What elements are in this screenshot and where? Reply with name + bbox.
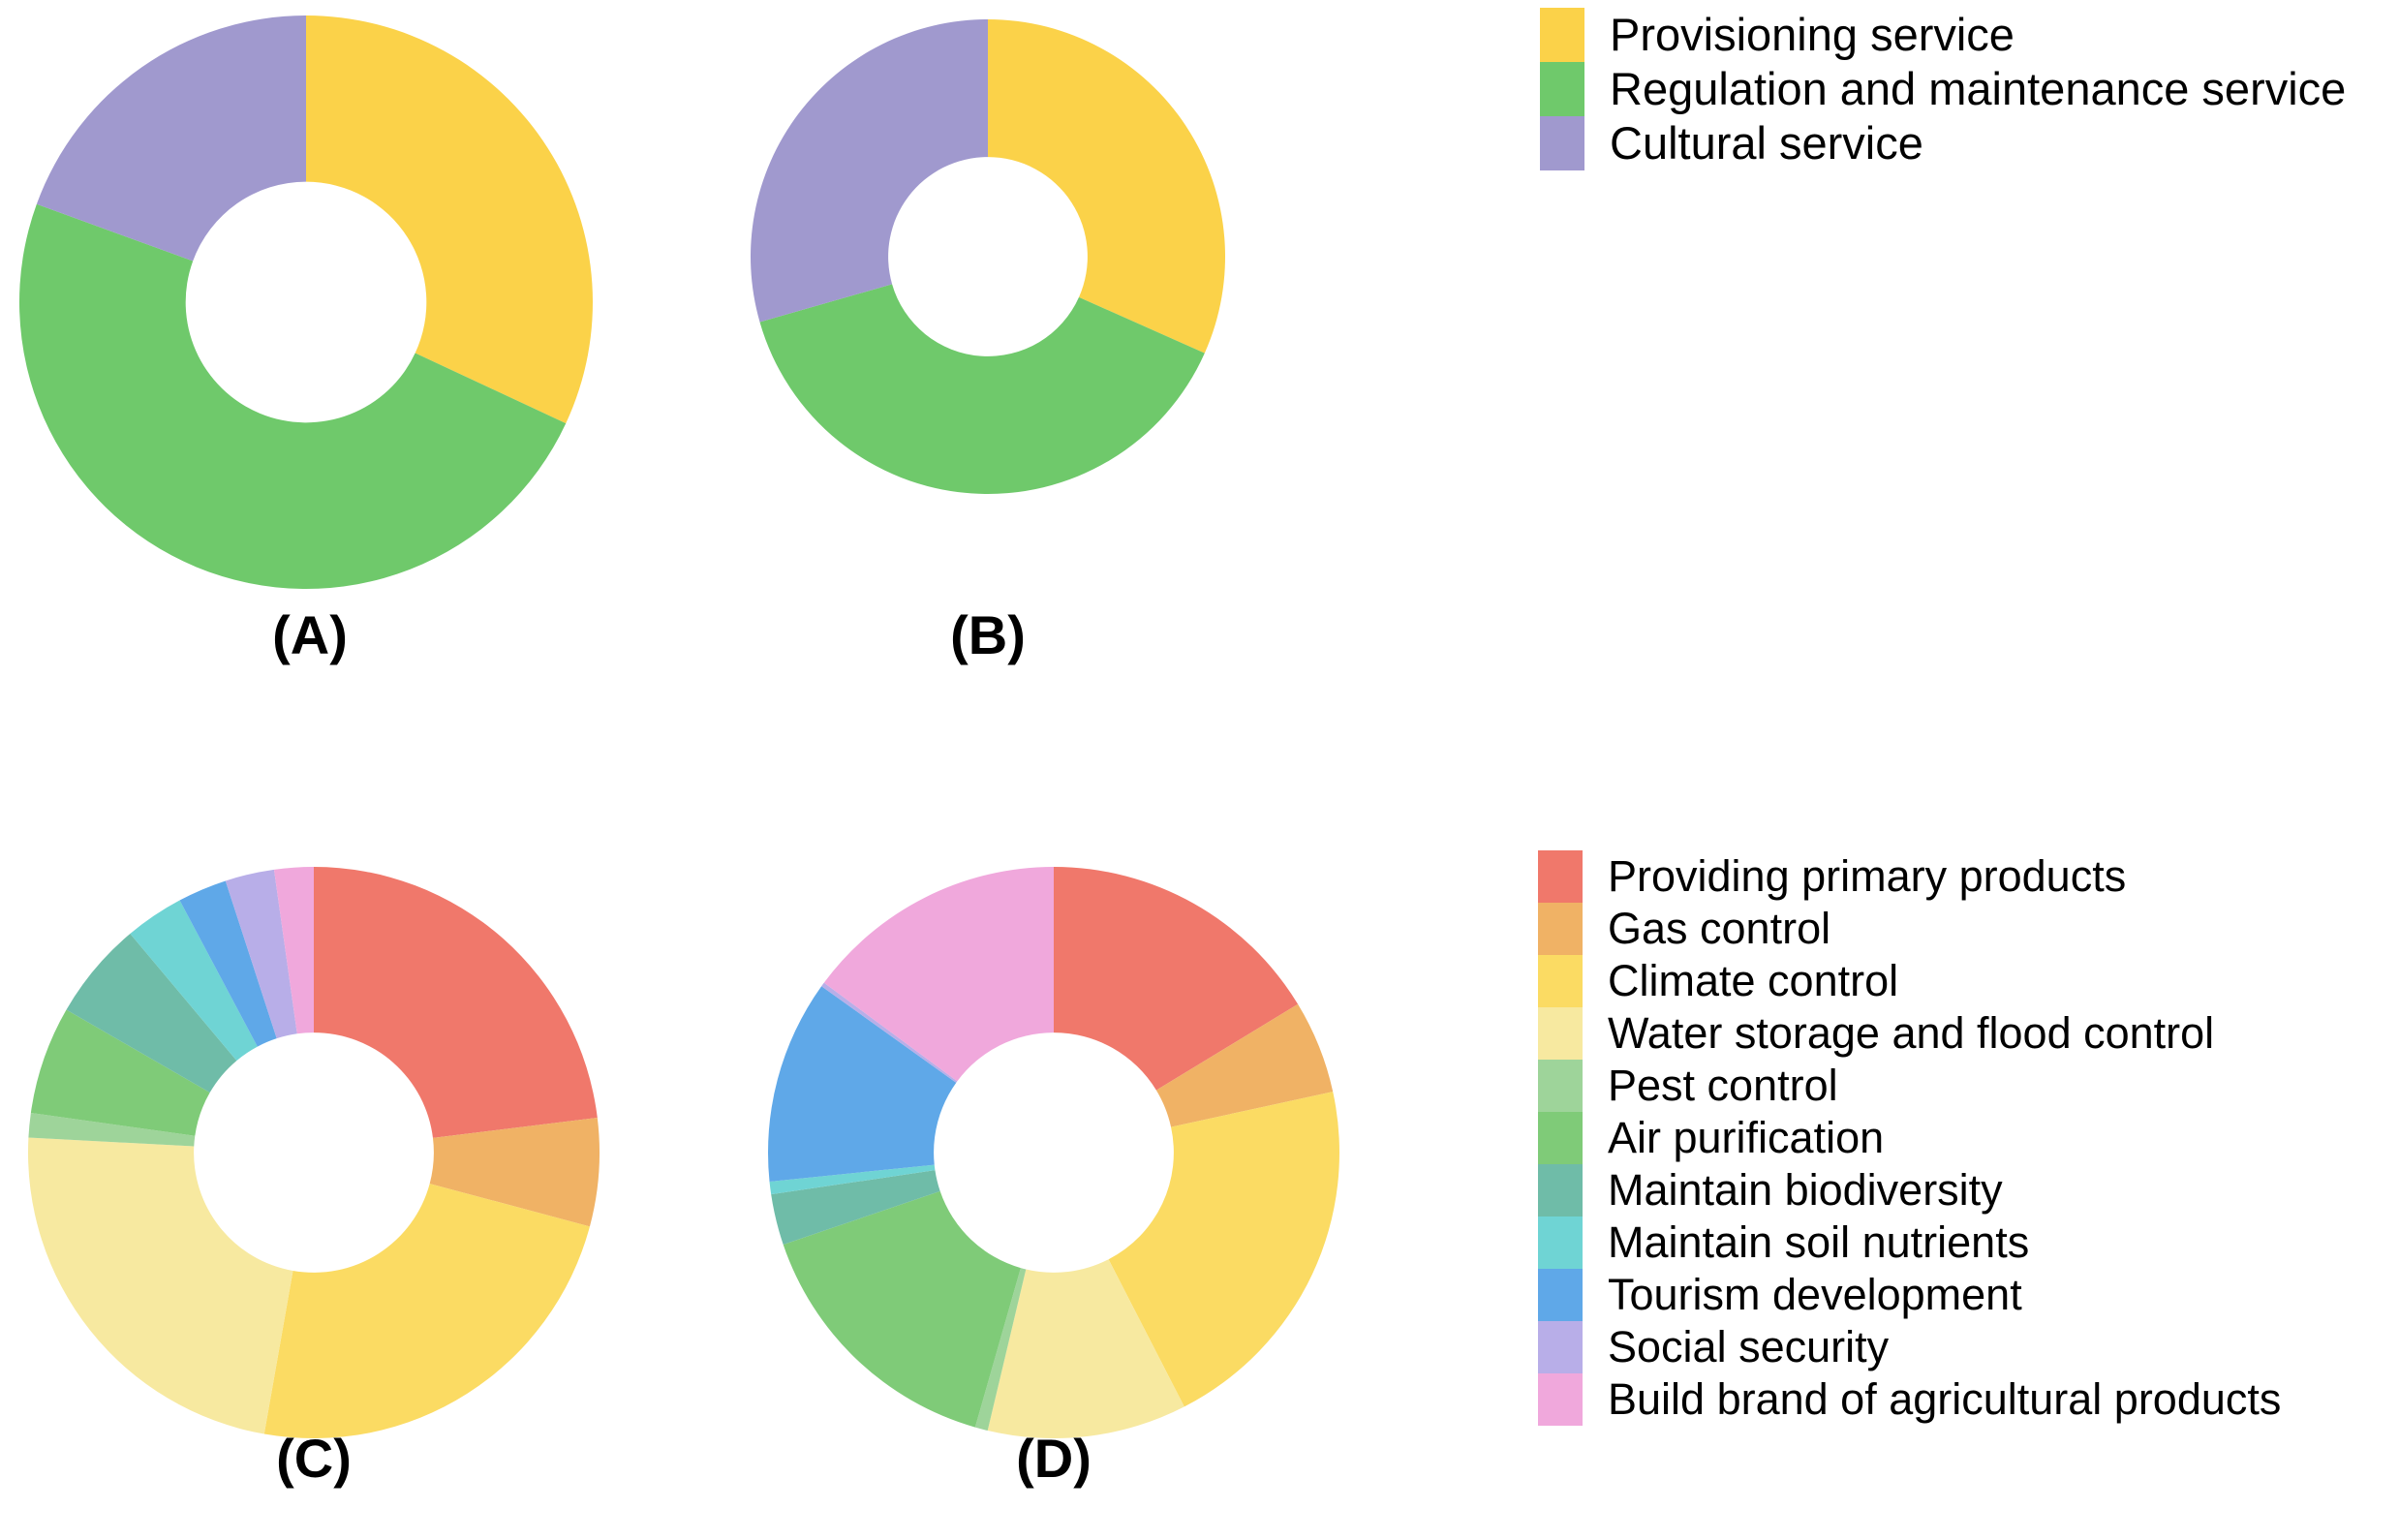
legend-function-swatch: [1538, 955, 1583, 1007]
pie-slice: [314, 867, 598, 1138]
legend-service-swatch: [1540, 62, 1584, 116]
legend-service-swatch: [1540, 116, 1584, 170]
panel-label-a: (A): [272, 604, 348, 665]
donut-chart-a: (A): [0, 0, 620, 678]
legend-function-swatch: [1538, 850, 1583, 903]
pie-slice: [1054, 867, 1299, 1091]
pie-slice: [273, 867, 314, 1034]
pie-slice: [18, 203, 567, 590]
legend-function-swatch: [1538, 1164, 1583, 1217]
legend-function-swatch: [1538, 1321, 1583, 1373]
pie-slice: [1108, 1092, 1339, 1407]
legend-function-label: Water storage and flood control: [1608, 1008, 2215, 1058]
pie-slice: [821, 982, 958, 1083]
pie-slice: [768, 986, 957, 1182]
donut-d-svg: [768, 867, 1339, 1438]
legend-function-label: Gas control: [1608, 904, 1831, 953]
pie-slice: [823, 867, 1054, 1082]
legend-function-label: Maintain soil nutrients: [1608, 1217, 2030, 1267]
legend-function-label: Build brand of agricultural products: [1608, 1374, 2282, 1424]
legend-function-label: Air purification: [1608, 1113, 1885, 1162]
legend-services-swatches: [1540, 8, 1584, 170]
legend-service-label: Regulation and maintenance service: [1610, 63, 2347, 114]
legend-function-swatch: [1538, 1269, 1583, 1321]
legend-function-swatch: [1538, 903, 1583, 955]
legend-function-label: Pest control: [1608, 1061, 1838, 1110]
donut-chart-b: (B): [736, 0, 1240, 678]
pie-slice: [988, 19, 1225, 354]
pie-slice: [27, 1137, 293, 1434]
legend-function-label: Social security: [1608, 1322, 1890, 1371]
legend-function-swatch: [1538, 1007, 1583, 1060]
pie-slice: [769, 1164, 936, 1195]
pie-slice: [36, 15, 306, 262]
pie-slice: [783, 1190, 1021, 1428]
donut-chart-c: (C): [0, 852, 628, 1530]
legend-function-swatch: [1538, 1217, 1583, 1269]
pie-slice: [179, 880, 277, 1047]
legend-function-label: Providing primary products: [1608, 851, 2127, 901]
legend-function-swatch: [1538, 1060, 1583, 1112]
pie-slice: [1155, 1003, 1334, 1127]
panel-label-c: (C): [276, 1428, 352, 1489]
legend-function-label: Tourism development: [1608, 1270, 2022, 1319]
legend-function-label: Climate control: [1608, 956, 1899, 1005]
pie-slice: [751, 19, 988, 323]
panel-label-d: (D): [1016, 1428, 1092, 1489]
donut-a-svg: [18, 15, 593, 590]
pie-slice: [306, 15, 593, 424]
pie-slice: [974, 1268, 1027, 1431]
pie-slice: [66, 934, 237, 1093]
pie-slice: [987, 1259, 1184, 1438]
donut-c-svg: [27, 867, 600, 1438]
legend-function-swatch: [1538, 1373, 1583, 1426]
pie-slice: [759, 284, 1205, 494]
legend-service-swatch: [1540, 8, 1584, 62]
pie-slice: [771, 1170, 940, 1245]
legend-service-label: Cultural service: [1610, 117, 1923, 169]
pie-slice: [130, 900, 258, 1062]
pie-slice: [28, 1112, 196, 1147]
legend-service-label: Provisioning service: [1610, 9, 2015, 60]
donut-b-svg: [751, 19, 1225, 494]
pie-slice: [263, 1184, 590, 1438]
pie-slice: [225, 869, 297, 1039]
legend-function-swatch: [1538, 1112, 1583, 1164]
pie-slice: [30, 1009, 210, 1136]
panel-label-b: (B): [950, 604, 1026, 665]
legend-functions-swatches: [1538, 850, 1583, 1426]
legend-function-label: Maintain biodiversity: [1608, 1165, 2003, 1215]
pie-slice: [429, 1118, 600, 1227]
donut-chart-d: (D): [740, 852, 1368, 1530]
